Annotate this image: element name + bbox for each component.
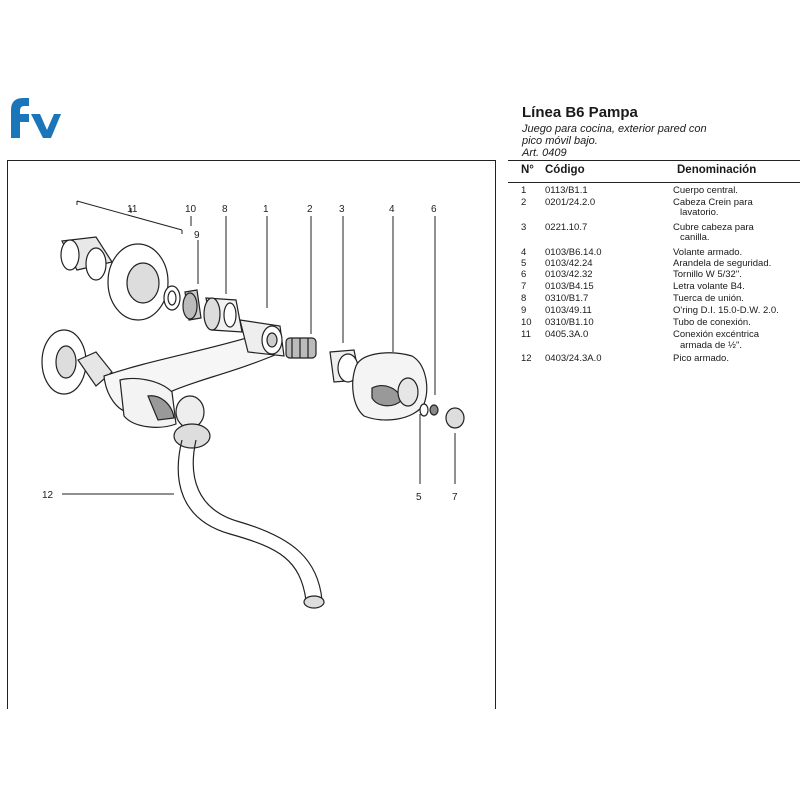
row-number: 4 — [521, 247, 527, 258]
callout-8: 8 — [222, 204, 228, 215]
diagram-frame — [7, 160, 496, 709]
row-code: 0103/B4.15 — [545, 281, 594, 292]
callout-12: 12 — [42, 490, 54, 501]
row-number: 1 — [521, 185, 527, 196]
row-name: Tuerca de unión. — [673, 293, 744, 304]
row-number: 9 — [521, 305, 527, 316]
part-8-union-nut — [203, 297, 243, 333]
row-name: Cuerpo central. — [673, 185, 738, 196]
row-code: 0103/42.24 — [545, 258, 593, 269]
callout-1: 1 — [263, 204, 269, 215]
row-code: 0221.10.7 — [545, 222, 588, 233]
row-number: 5 — [521, 258, 527, 269]
row-name-cont: armada de ½". — [680, 340, 742, 351]
callout-9: 9 — [194, 230, 200, 241]
subtitle-line-2: pico móvil bajo. — [522, 135, 598, 147]
row-number: 6 — [521, 269, 527, 280]
header: Línea B6 Pampa Juego para cocina, exteri… — [522, 104, 792, 159]
article-number: Art. 0409 — [522, 147, 567, 159]
callout-4: 4 — [389, 204, 395, 215]
row-number: 11 — [521, 329, 531, 340]
row-code: 0405.3A.0 — [545, 329, 589, 340]
part-11-eccentric-connection — [60, 236, 169, 321]
callout-3: 3 — [339, 204, 345, 215]
row-name: Volante armado. — [673, 247, 743, 258]
header-number: N° — [521, 164, 534, 176]
callout-6: 6 — [431, 204, 437, 215]
callout-10: 10 — [185, 204, 197, 215]
row-number: 7 — [521, 281, 527, 292]
row-name: Arandela de seguridad. — [673, 258, 772, 269]
row-name-cont: canilla. — [680, 232, 710, 243]
row-name: Tornillo W 5/32". — [673, 269, 742, 280]
row-name: Tubo de conexión. — [673, 317, 751, 328]
row-code: 0103/42.32 — [545, 269, 593, 280]
row-name: Cubre cabeza para — [673, 222, 754, 233]
callout-5: 5 — [416, 492, 422, 503]
row-number: 8 — [521, 293, 527, 304]
row-number: 10 — [521, 317, 532, 328]
part-12-spout — [177, 439, 325, 609]
row-code: 0403/24.3A.0 — [545, 353, 602, 364]
part-4-handle — [352, 352, 428, 421]
row-name-cont: lavatorio. — [680, 207, 719, 218]
row-number: 3 — [521, 222, 527, 233]
callout-7: 7 — [452, 492, 458, 503]
callout-11: 11 — [127, 204, 138, 215]
header-name: Denominación — [677, 164, 757, 176]
row-number: 12 — [521, 353, 532, 364]
row-code: 0201/24.2.0 — [545, 197, 596, 208]
subtitle-line-1: Juego para cocina, exterior pared con — [522, 123, 707, 135]
table-header: N° Código Denominación — [508, 164, 800, 180]
row-name: O'ring D.I. 15.0-D.W. 2.0. — [673, 305, 779, 316]
part-2-crein-head — [285, 337, 317, 359]
row-number: 2 — [521, 197, 527, 208]
part-1-central-body — [41, 319, 285, 449]
fv-logo-icon — [11, 98, 61, 138]
row-code: 0113/B1.1 — [545, 185, 588, 196]
page-title: Línea B6 Pampa — [522, 104, 638, 121]
row-code: 0310/B1.7 — [545, 293, 589, 304]
row-name: Pico armado. — [673, 353, 729, 364]
row-name: Letra volante B4. — [673, 281, 745, 292]
table-header-rule — [508, 182, 800, 183]
callout-2: 2 — [307, 204, 313, 215]
row-name: Conexión excéntrica — [673, 329, 760, 340]
table-top-rule — [508, 160, 800, 161]
row-code: 0103/B6.14.0 — [545, 247, 602, 258]
header-code: Código — [545, 164, 585, 176]
row-code: 0103/49.11 — [545, 305, 592, 316]
part-5-6-7-screws — [419, 403, 465, 429]
row-name: Cabeza Crein para — [673, 197, 753, 208]
row-code: 0310/B1.10 — [545, 317, 594, 328]
